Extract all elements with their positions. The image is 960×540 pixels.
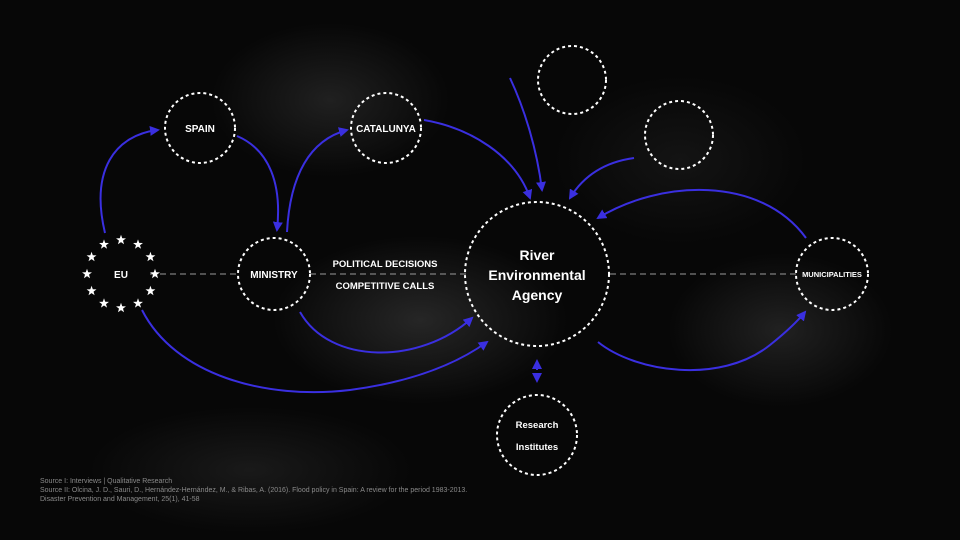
eu-star-icon <box>133 298 143 308</box>
label-eu: EU <box>114 270 128 281</box>
source-line-2: Source II: Olcina, J. D., Sauri, D., Her… <box>40 487 468 503</box>
label-agency-line3: Agency <box>512 287 563 303</box>
eu-star-icon <box>150 268 160 279</box>
arrow-eu-spain <box>99 125 160 234</box>
eu-star-icon <box>99 239 109 249</box>
arrow-eu-agency <box>141 309 489 394</box>
node-ministry <box>237 237 311 311</box>
label-research-line2: Institutes <box>516 442 558 453</box>
arrow-ministry-catalunya <box>286 127 349 233</box>
label-agency-line2: Environmental <box>488 267 585 283</box>
label-catalunya: CATALUNYA <box>356 124 416 135</box>
arrow-ministry-agency <box>299 311 474 354</box>
node-agency <box>464 201 610 347</box>
node-catalunya <box>350 92 422 164</box>
label-spain: SPAIN <box>185 124 215 135</box>
arrow-catalunya-agency <box>423 119 533 200</box>
node-research <box>496 394 578 476</box>
eu-star-icon <box>116 234 126 245</box>
eu-star-icon <box>86 285 97 296</box>
arrow-topright-agency <box>568 157 635 200</box>
eu-star-icon <box>116 302 126 313</box>
arrow-topleft-agency <box>509 77 546 192</box>
arrow-spain-ministry <box>236 135 283 232</box>
eu-star-icon <box>86 251 97 262</box>
eu-star-icon <box>145 285 156 296</box>
node-spain <box>164 92 236 164</box>
node-unnamed-top <box>537 45 607 115</box>
label-agency-line1: River <box>519 247 555 263</box>
source-line-1: Source I: Interviews | Qualitative Resea… <box>40 478 173 485</box>
arrow-agency-municipalities <box>597 310 807 372</box>
label-research-line1: Research <box>516 420 559 431</box>
node-municipalities <box>795 237 869 311</box>
arrow-municipalities-agency <box>596 189 807 239</box>
label-political-decisions: POLITICAL DECISIONS <box>333 259 438 270</box>
node-unnamed-right <box>644 100 714 170</box>
label-competitive-calls: COMPETITIVE CALLS <box>336 281 435 292</box>
eu-flag-stars-icon <box>82 234 160 313</box>
eu-star-icon <box>133 239 143 249</box>
eu-star-icon <box>82 268 92 279</box>
label-ministry: MINISTRY <box>250 270 298 281</box>
eu-star-icon <box>99 298 109 308</box>
eu-star-icon <box>145 251 156 262</box>
label-municipalities: MUNICIPALITIES <box>802 270 862 279</box>
